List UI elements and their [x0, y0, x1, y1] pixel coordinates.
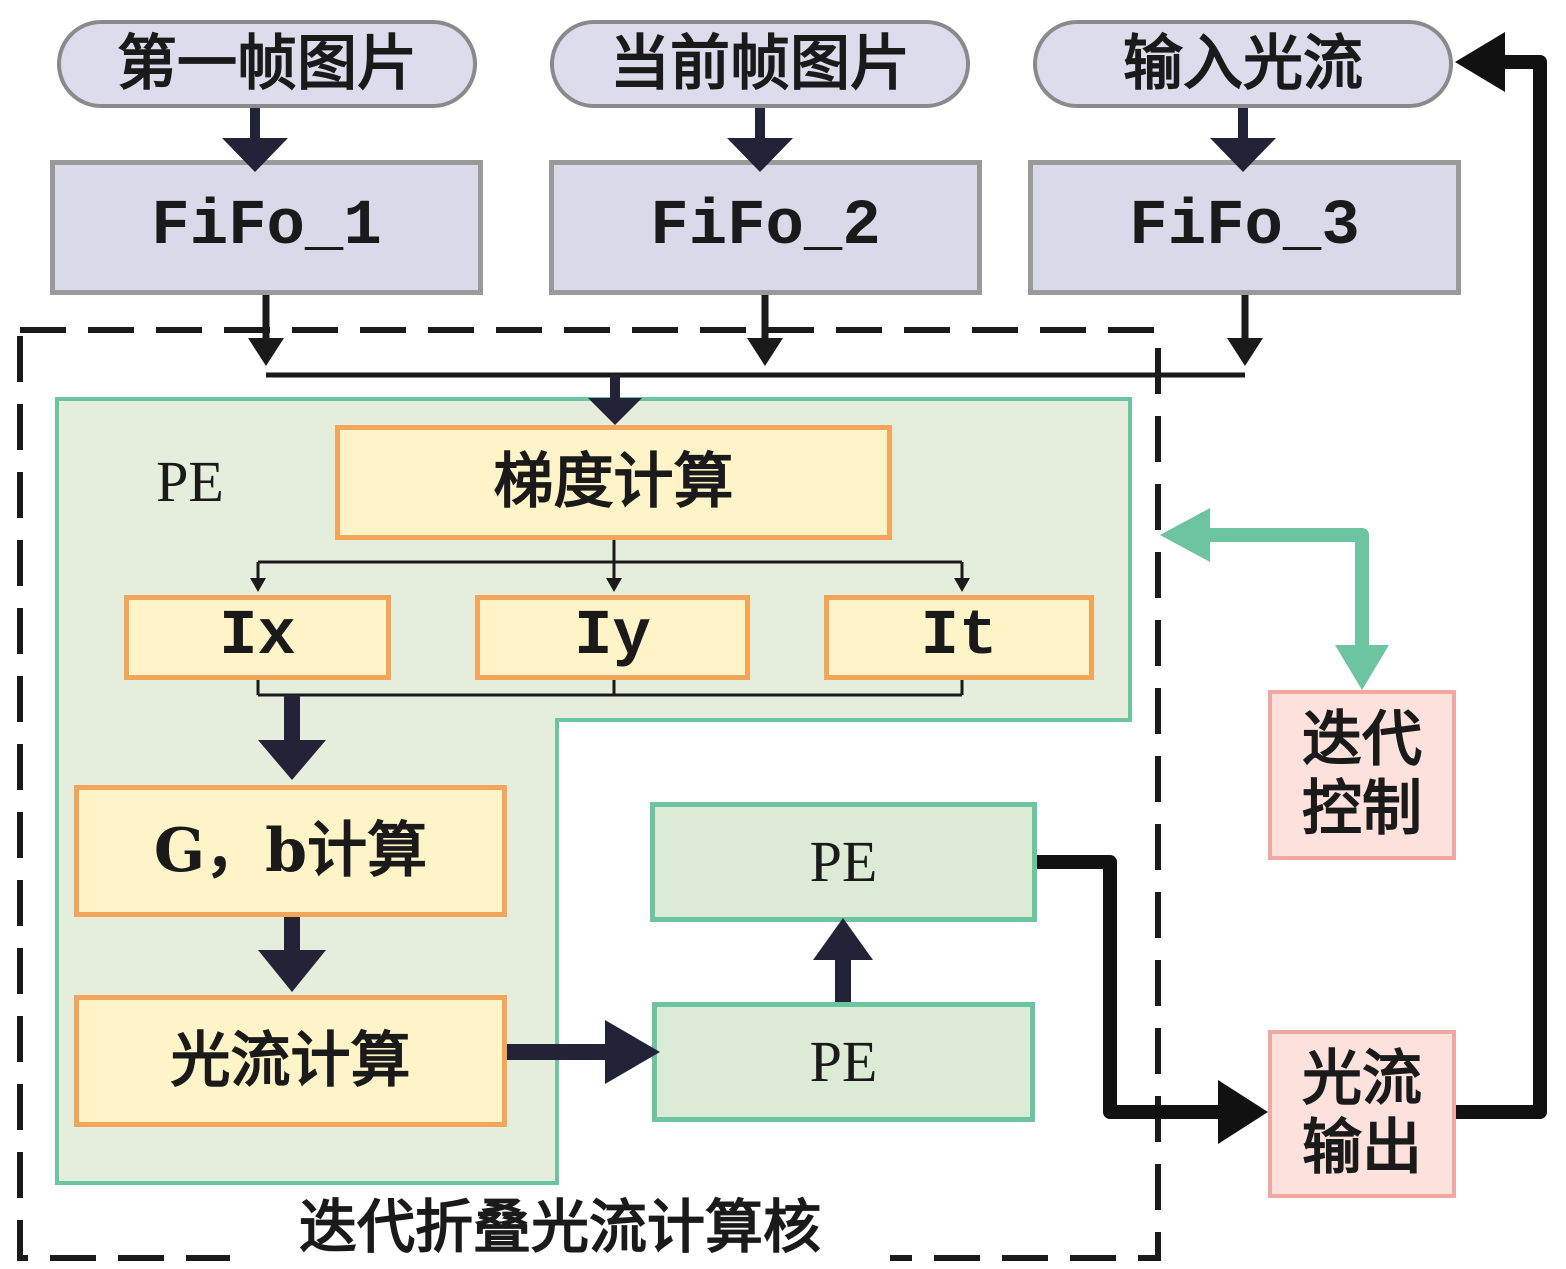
- ix-box: [124, 595, 391, 680]
- arrowhead-gb-flow: [258, 950, 326, 992]
- fan-arrowhead-ix: [250, 578, 266, 592]
- first-frame-input: [57, 20, 477, 108]
- arrowhead-feedback: [1455, 32, 1505, 92]
- gradient-calc-label: 梯度计算: [493, 447, 734, 517]
- arrowhead-fifo1-bus: [248, 338, 284, 366]
- iter-control-box: [1268, 690, 1456, 860]
- gradient-calc-box: [335, 425, 892, 540]
- flow-output-box: [1268, 1030, 1456, 1198]
- flow-calc-box: [74, 995, 507, 1127]
- fan-arrowhead-it: [954, 578, 970, 592]
- flow-calc-label: 光流计算: [170, 1025, 411, 1096]
- fifo-2-box: [549, 160, 982, 295]
- iy-label: Iy: [574, 600, 651, 673]
- arrow-pe-output: [1037, 855, 1225, 1119]
- first-frame-label: 第一帧图片: [117, 28, 417, 99]
- iy-box: [475, 595, 750, 680]
- core-label: 迭代折叠光流计算核: [230, 1192, 890, 1262]
- arrowhead-pe-output: [1218, 1080, 1268, 1144]
- arrowhead-frame1-fifo1: [222, 138, 288, 172]
- arrowhead-flow-pe: [605, 1020, 660, 1084]
- arrowhead-pe-pe: [813, 918, 873, 960]
- input-flow-label: 输入光流: [1123, 28, 1363, 99]
- arrow-iter-control: [1205, 528, 1369, 650]
- pe-region-label: PE: [156, 448, 224, 514]
- gb-calc-box: [74, 785, 507, 917]
- pe-lower-label: PE: [809, 1028, 878, 1094]
- fifo-1-box: [50, 160, 483, 295]
- input-flow-input: [1033, 20, 1453, 108]
- current-frame-label: 当前帧图片: [610, 28, 910, 99]
- arrowhead-merge-gb: [258, 740, 326, 780]
- arrowhead-fifo2-bus: [747, 338, 783, 366]
- fifo-2-label: FiFo_2: [650, 190, 881, 263]
- arrowhead-iter-left: [1160, 508, 1210, 562]
- core-boundary: [17, 327, 1161, 1261]
- pe-upper-label: PE: [809, 828, 878, 894]
- current-frame-input: [550, 20, 970, 108]
- it-label: It: [920, 600, 998, 673]
- iter-control-label: 迭代 控制: [1302, 705, 1422, 844]
- arrowhead-fifo3-bus: [1227, 338, 1263, 366]
- fifo-3-label: FiFo_3: [1129, 190, 1360, 263]
- arrowhead-iter-down: [1335, 645, 1389, 690]
- arrowhead-bus-gradient: [588, 398, 642, 425]
- arrowhead-flow-fifo3: [1210, 138, 1276, 172]
- it-box: [824, 595, 1094, 680]
- fan-arrowhead-iy: [606, 578, 622, 592]
- arrowhead-frame2-fifo2: [727, 138, 793, 172]
- ix-label: Ix: [219, 600, 296, 673]
- fifo-1-label: FiFo_1: [151, 190, 382, 263]
- arrow-feedback: [1456, 55, 1547, 1119]
- gb-calc-label: G，b计算: [153, 815, 428, 886]
- pe-lower-box: [652, 1002, 1035, 1122]
- flow-output-label: 光流 输出: [1302, 1044, 1422, 1183]
